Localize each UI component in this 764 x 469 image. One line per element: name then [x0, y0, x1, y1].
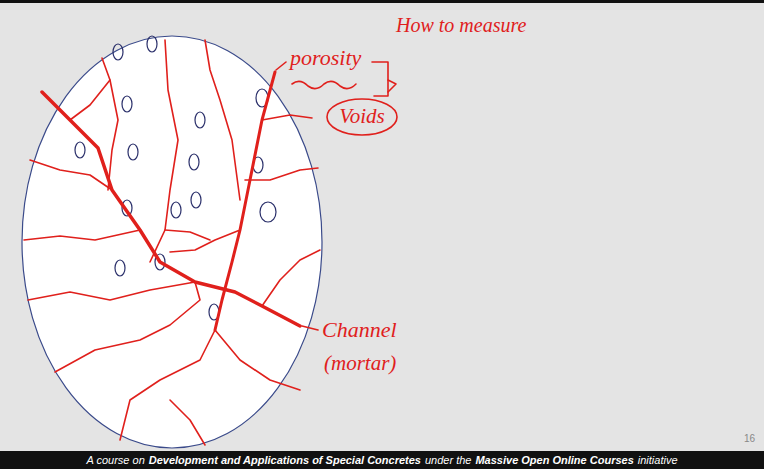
page-number: 16 — [744, 433, 755, 444]
porosity-note: porosity — [290, 46, 361, 70]
footer-course: Development and Applications of Special … — [149, 454, 421, 466]
footer-text: initiative — [638, 454, 678, 466]
footer-initiative: Massive Open Online Courses — [475, 454, 633, 466]
footer-text: A course on — [86, 454, 144, 466]
mortar-note: (mortar) — [324, 352, 396, 375]
footer-text: under the — [425, 454, 471, 466]
voids-circle: Voids — [326, 98, 398, 136]
node-text: Voids — [339, 105, 385, 128]
heading-note: How to measure — [396, 14, 526, 36]
footer-line: A course on Development and Applications … — [0, 452, 764, 468]
channel-note: Channel — [322, 318, 397, 342]
